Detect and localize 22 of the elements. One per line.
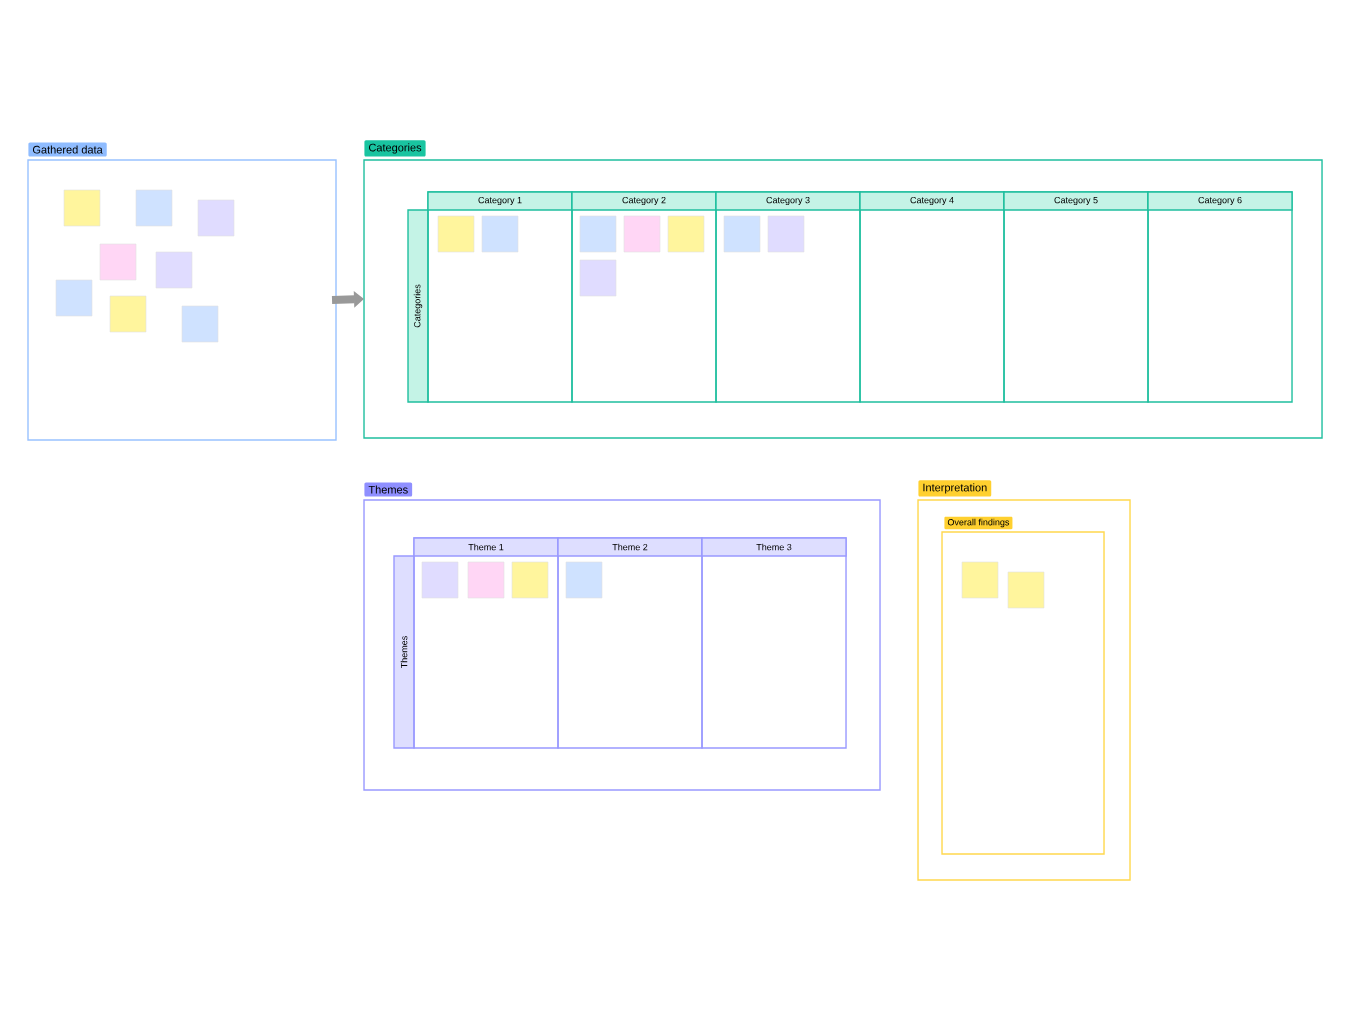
sticky-note — [623, 215, 661, 253]
sticky-note — [579, 215, 617, 253]
sticky-note — [63, 189, 101, 227]
sticky-note — [511, 561, 549, 599]
sticky-note — [155, 251, 193, 289]
sticky-note — [565, 561, 603, 599]
sticky-note — [961, 561, 999, 599]
sticky-note — [197, 199, 235, 237]
sticky-note — [1007, 571, 1045, 609]
sticky-note — [421, 561, 459, 599]
sticky-note — [55, 279, 93, 317]
sticky-note — [181, 305, 219, 343]
sticky-note — [767, 215, 805, 253]
sticky-note — [467, 561, 505, 599]
sticky-note — [99, 243, 137, 281]
sticky-note — [579, 259, 617, 297]
sticky-note — [437, 215, 475, 253]
sticky-note — [723, 215, 761, 253]
sticky-note — [135, 189, 173, 227]
sticky-note — [109, 295, 147, 333]
sticky-note — [667, 215, 705, 253]
sticky-note — [481, 215, 519, 253]
